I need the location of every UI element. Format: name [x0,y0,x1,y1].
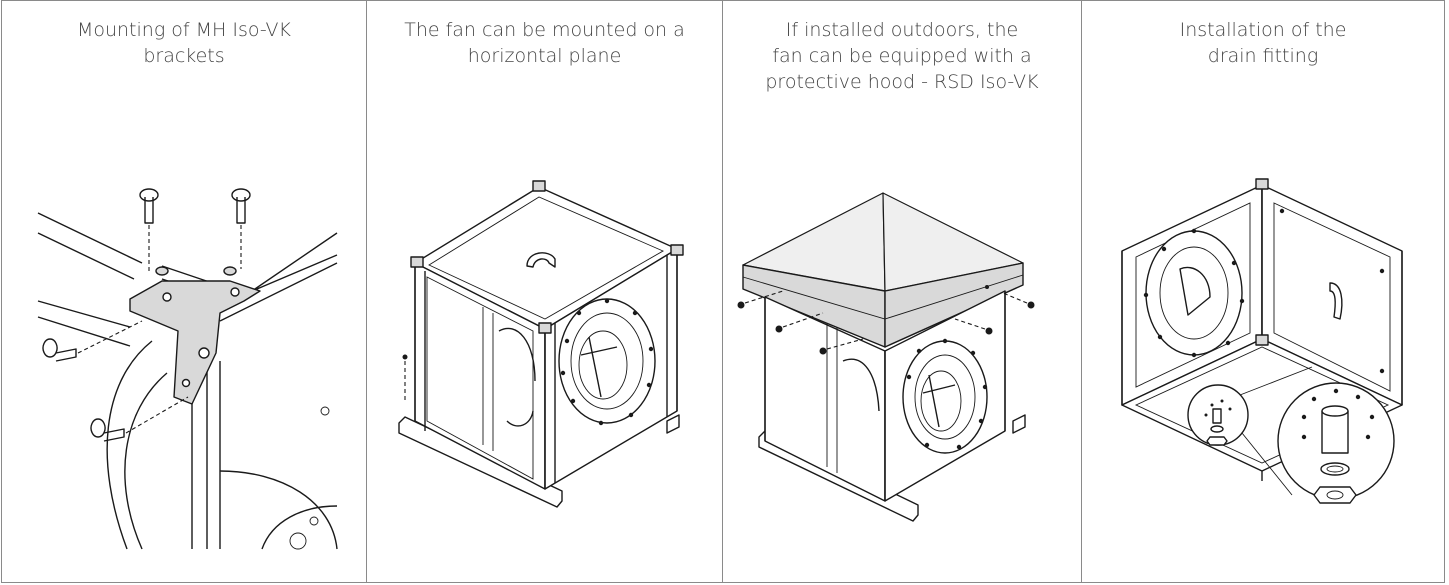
panel-protective-hood: If installed outdoors, the fan can be eq… [723,1,1082,582]
horizontal-fan-illustration [398,180,684,508]
panel-caption: The fan can be mounted on a horizontal p… [404,19,685,67]
panel-drain-fitting: Installation of the drain fitting [1082,1,1444,582]
panel-caption: Mounting of MH Iso-VK brackets [76,19,292,67]
panel-bracket-mounting: Mounting of MH Iso-VK brackets [2,1,367,582]
panel-horizontal-mounting: The fan can be mounted on a horizontal p… [367,1,723,582]
hood-fan-illustration [737,192,1035,522]
panel-caption: If installed outdoors, the fan can be eq… [765,19,1039,93]
drain-fitting-illustration [1121,178,1403,504]
bracket-mounting-illustration [37,188,338,550]
panel-caption: Installation of the drain fitting [1179,19,1347,67]
